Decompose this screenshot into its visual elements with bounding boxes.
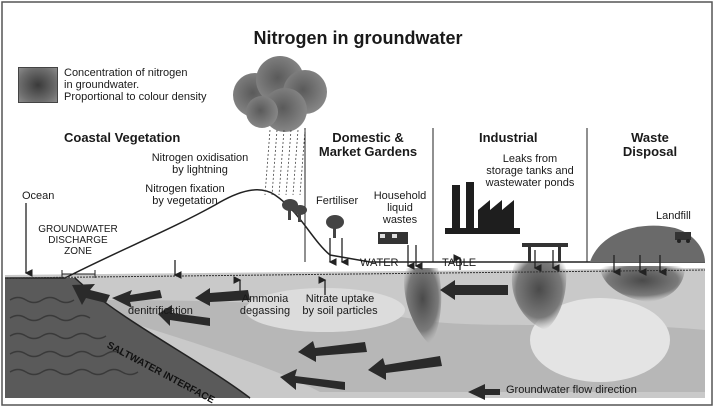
factory-icon [445,182,520,234]
label-household-line-2: liquid [387,202,413,214]
tree-icon [282,199,344,238]
groundwater-dark [60,300,705,392]
label-leaks-line-1: Leaks from [502,153,558,165]
label-denitrification: denitrification [128,305,193,317]
label-household-wastes: Household liquid wastes [365,190,435,226]
ocean-waves [9,296,139,376]
discharge-bracket [61,270,96,278]
legend: Concentration of nitrogen in groundwater… [64,67,206,103]
light-pocket-center [245,288,405,332]
label-nitrate-line-1: Nitrate uptake [305,293,375,305]
diagram-title: Nitrogen in groundwater [253,28,463,48]
section-coastal-vegetation: Coastal Vegetation [64,130,181,145]
label-leaks: Leaks from storage tanks and wastewater … [470,153,590,189]
cloud-icon [233,56,327,132]
label-discharge-line-1: GROUNDWATER [38,224,118,235]
label-leaks-line-3: wastewater ponds [485,177,575,189]
label-oxidisation-line-1: Nitrogen oxidisation [151,152,249,164]
flow-arrows [72,280,508,400]
label-flow-direction: Groundwater flow direction [506,384,637,396]
legend-line-1: Concentration of nitrogen [64,67,188,79]
label-discharge-zone: GROUNDWATER DISCHARGE ZONE [28,224,128,257]
label-ocean: Ocean [22,190,55,202]
ocean-saltwater [5,278,250,398]
section-waste-line-1: Waste [631,130,669,145]
label-water: WATER [360,257,399,269]
plume-industrial [511,262,567,330]
label-nitrate-line-2: by soil particles [302,305,378,317]
label-fertiliser: Fertiliser [316,195,359,207]
label-household-line-3: wastes [382,214,418,226]
section-domestic-line-2: Market Gardens [318,144,418,159]
label-nitrate-uptake: Nitrate uptake by soil particles [290,293,390,317]
legend-line-3: Proportional to colour density [64,91,207,103]
light-pocket-right [530,298,670,382]
label-discharge-line-3: ZONE [64,246,92,257]
section-domestic: Domestic & Market Gardens [308,131,428,159]
section-industrial: Industrial [479,130,538,145]
label-ammonia-line-1: Ammonia [241,293,289,305]
storage-tank-icon [522,243,568,262]
label-table: TABLE [442,257,477,269]
truck-icon [675,232,691,243]
label-nitrogen-fixation: Nitrogen fixation by vegetation [130,183,240,207]
plume-domestic [404,268,442,345]
legend-line-2: in groundwater. [64,79,140,91]
label-fixation-line-1: Nitrogen fixation [145,183,225,195]
label-leaks-line-2: storage tanks and [486,165,574,177]
input-arrows [24,203,667,279]
house-icon [378,232,408,244]
section-domestic-line-1: Domestic & [332,130,404,145]
water-table-line [4,269,706,279]
label-nitrogen-oxidisation: Nitrogen oxidisation by lightning [140,152,260,176]
section-waste-line-2: Disposal [622,144,678,159]
label-oxidisation-line-2: by lightning [172,164,228,176]
label-discharge-line-2: DISCHARGE [48,235,108,246]
label-fixation-line-2: by vegetation [152,195,218,207]
landfill-mound [590,225,705,262]
land-surface [5,189,705,279]
rain-icon [264,129,306,196]
legend-swatch [18,67,58,103]
label-household-line-1: Household [373,190,427,202]
label-landfill: Landfill [656,210,691,222]
label-ammonia-line-2: degassing [239,305,291,317]
label-ammonia-degassing: Ammonia degassing [225,293,305,317]
section-waste-disposal: Waste Disposal [610,131,690,159]
